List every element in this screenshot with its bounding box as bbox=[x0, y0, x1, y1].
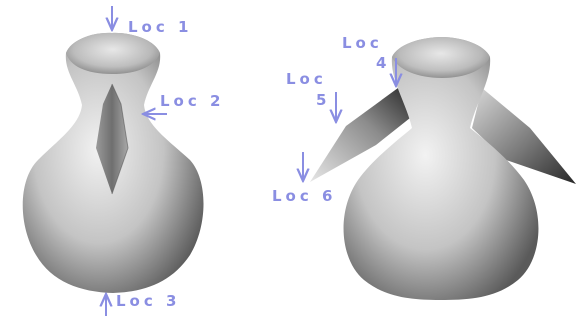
loc-5-label-word: Loc bbox=[286, 72, 327, 87]
left-model bbox=[23, 33, 204, 293]
loc-6-label: Loc 6 bbox=[272, 189, 336, 204]
right-model bbox=[310, 37, 576, 300]
loc-3-label: Loc 3 bbox=[116, 294, 180, 309]
loc-4-label-word: Loc bbox=[342, 36, 383, 51]
loc-1-label: Loc 1 bbox=[128, 20, 192, 35]
loc-2-label: Loc 2 bbox=[160, 94, 224, 109]
loc-5-label-number: 5 bbox=[316, 93, 330, 108]
loc-4-label-number: 4 bbox=[376, 56, 390, 71]
